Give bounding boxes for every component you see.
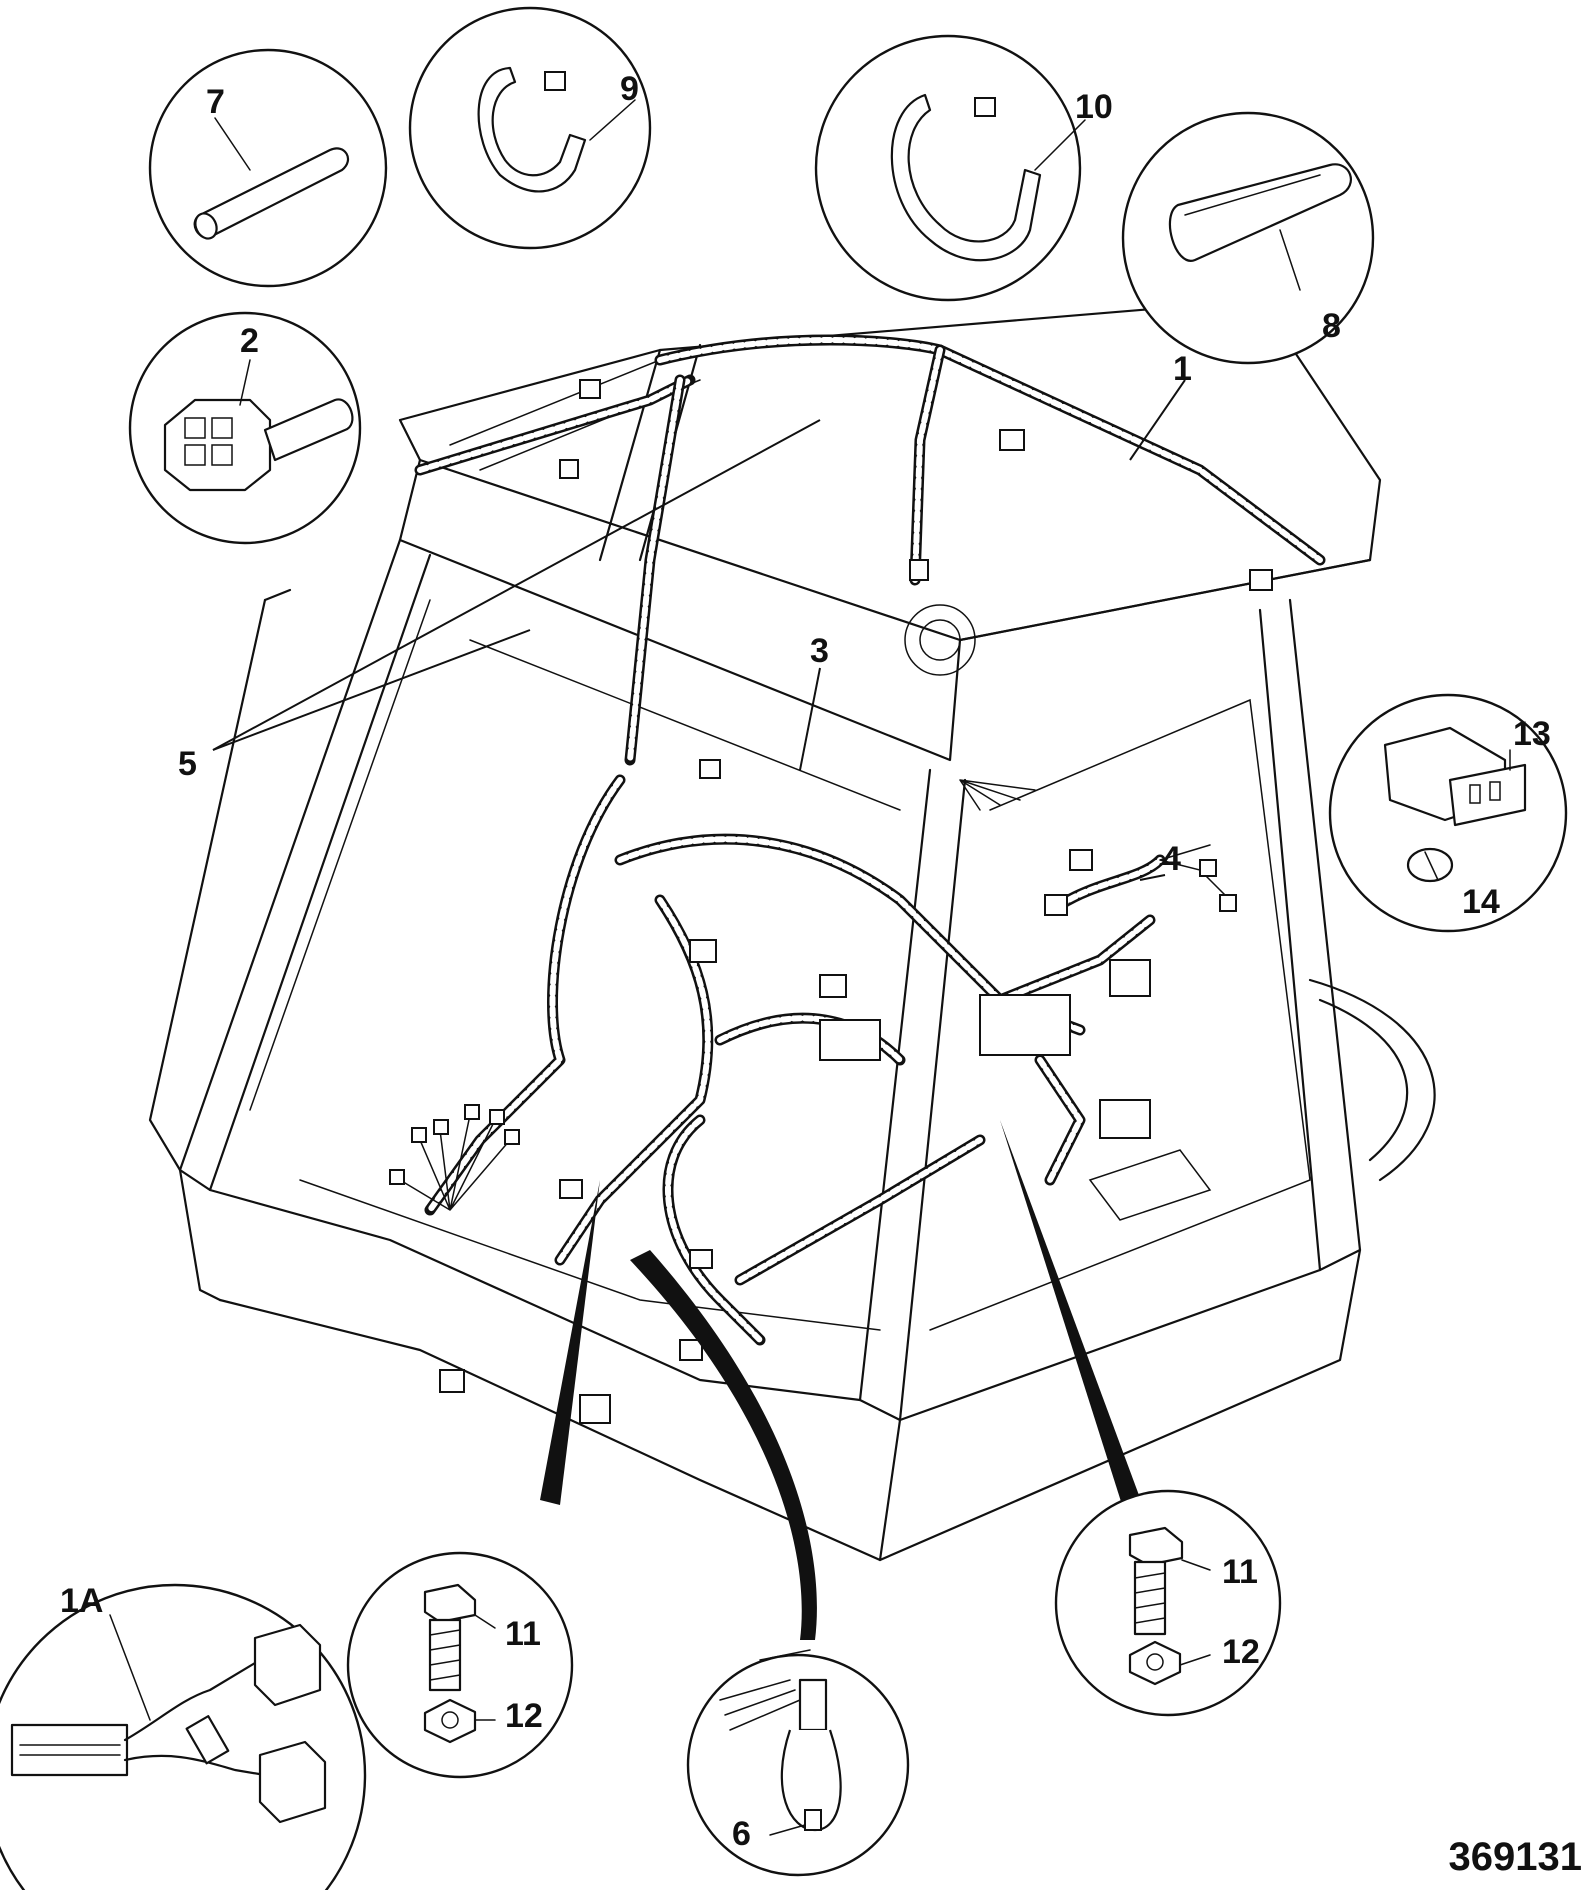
detail-bubble-11-12-left: 11 12 [346, 1551, 574, 1779]
callout-10: 10 [1075, 88, 1113, 126]
bubble-pointers [540, 1120, 1150, 1640]
leader-lines [212, 379, 1186, 881]
detail-bubble-1a: 1A [0, 1582, 367, 1890]
detail-bubble-9: 9 [408, 6, 652, 250]
callout-12-left: 12 [505, 1697, 543, 1735]
callout-6: 6 [732, 1815, 751, 1853]
callout-9: 9 [620, 70, 639, 108]
callout-13: 13 [1513, 715, 1551, 753]
callout-14: 14 [1462, 883, 1500, 921]
callout-1a: 1A [60, 1582, 103, 1620]
callout-11-right: 11 [1222, 1553, 1258, 1591]
detail-bubble-6: 6 [686, 1649, 910, 1877]
callout-2: 2 [240, 322, 259, 360]
callout-8: 8 [1322, 307, 1341, 345]
dash-harness [424, 774, 1156, 1346]
callout-3: 3 [810, 632, 829, 670]
detail-bubble-7: 7 [148, 48, 388, 288]
detail-bubble-13-14: 13 14 [1328, 693, 1568, 933]
detail-bubble-11-12-right: 11 12 [1054, 1489, 1282, 1717]
main-callouts: 1 3 4 5 [178, 350, 1192, 878]
roof-harness [414, 334, 1326, 766]
callout-12-right: 12 [1222, 1633, 1260, 1671]
callout-7: 7 [206, 83, 225, 121]
detail-bubble-10: 10 [814, 34, 1113, 302]
detail-bubble-2: 2 [128, 311, 362, 545]
detail-bubble-8: 8 [1121, 111, 1375, 365]
loose-harness-4 [1044, 844, 1237, 916]
figure-reference-number: 369131 [1449, 1835, 1582, 1879]
callout-5: 5 [178, 745, 197, 783]
callout-1: 1 [1173, 350, 1192, 388]
harness-connectors [389, 379, 1273, 1424]
callout-11-left: 11 [505, 1615, 541, 1653]
callout-4: 4 [1162, 840, 1181, 878]
